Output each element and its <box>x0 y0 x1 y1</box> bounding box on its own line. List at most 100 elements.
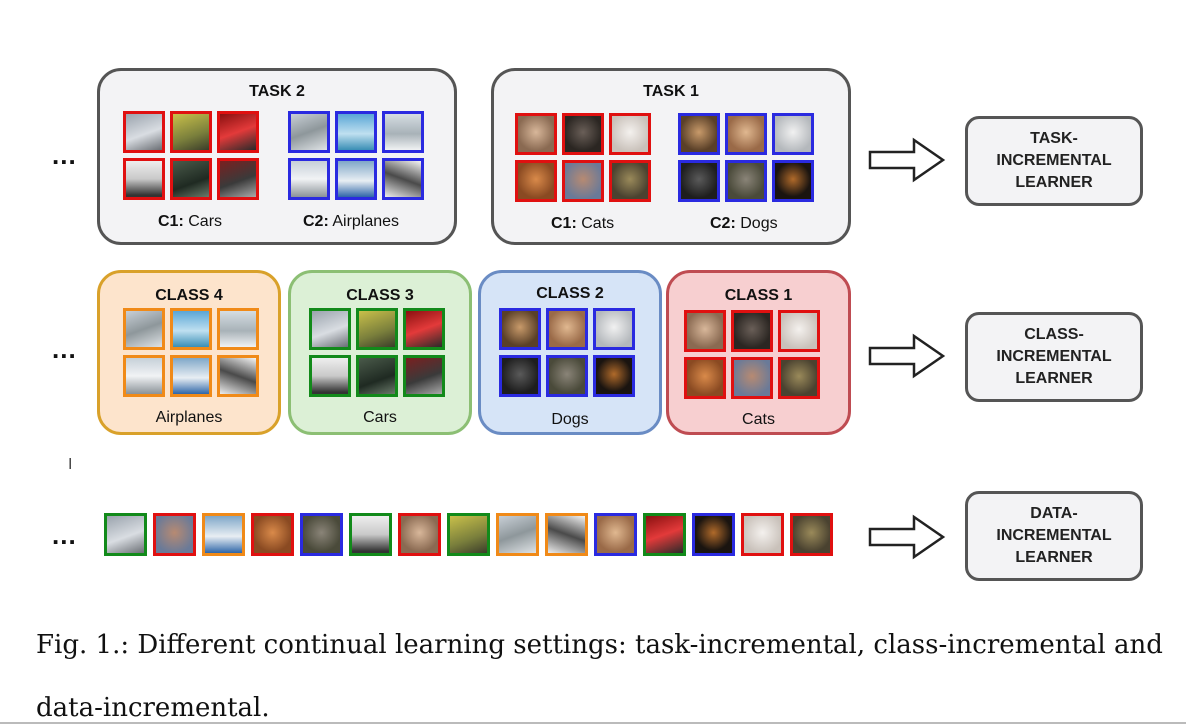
task2-box: TASK 2 <box>97 68 457 245</box>
task1-cats-grid <box>515 113 651 202</box>
dog-image <box>772 160 814 202</box>
task1-c2-label: C2: Dogs <box>710 215 778 232</box>
class4-grid <box>123 308 259 397</box>
task1-box: TASK 1 <box>491 68 851 245</box>
task2-c1-label: C1: Cars <box>158 213 223 230</box>
stream-image <box>692 513 735 556</box>
task2-c2-label: C2: Airplanes <box>303 213 400 230</box>
stream-image <box>300 513 343 556</box>
learner-line: LEARNER <box>1015 549 1093 566</box>
car-image <box>309 355 351 397</box>
task-incremental-learner: TASK- INCREMENTAL LEARNER <box>965 116 1143 206</box>
stream-image <box>104 513 147 556</box>
task1-title: TASK 1 <box>643 83 699 100</box>
class2-title: CLASS 2 <box>536 285 604 302</box>
class4-label: Airplanes <box>155 409 223 426</box>
airplane-image <box>288 158 330 200</box>
row3-ellipsis: ... <box>52 520 77 550</box>
class2-label: Dogs <box>551 411 589 428</box>
cat-image <box>609 113 651 155</box>
class2-box: CLASS 2 Dogs <box>478 270 662 435</box>
task1-c1-label: C1: Cats <box>551 215 615 232</box>
airplane-image <box>335 158 377 200</box>
task2-cars-grid <box>123 111 259 200</box>
dog-image <box>725 160 767 202</box>
dog-image <box>593 355 635 397</box>
class2-grid <box>499 308 635 397</box>
cat-image <box>684 310 726 352</box>
dog-image <box>678 160 720 202</box>
stream-image <box>153 513 196 556</box>
dog-image <box>546 308 588 350</box>
stream-image <box>251 513 294 556</box>
car-image <box>403 355 445 397</box>
hollow-arrow-icon <box>868 137 946 183</box>
car-image <box>170 158 212 200</box>
class-incremental-learner: CLASS- INCREMENTAL LEARNER <box>965 312 1143 402</box>
cat-image <box>684 357 726 399</box>
dog-image <box>593 308 635 350</box>
learner-line: TASK- <box>1030 130 1078 147</box>
dog-image <box>772 113 814 155</box>
car-image <box>309 308 351 350</box>
learner-line: LEARNER <box>1015 370 1093 387</box>
task2-title: TASK 2 <box>249 83 305 100</box>
cat-image <box>515 160 557 202</box>
car-image <box>170 111 212 153</box>
car-image <box>356 355 398 397</box>
class1-label: Cats <box>742 411 775 428</box>
stream-image <box>202 513 245 556</box>
cat-image <box>778 310 820 352</box>
airplane-image <box>217 355 259 397</box>
cat-image <box>562 113 604 155</box>
learner-line: INCREMENTAL <box>996 152 1112 169</box>
row2-ellipsis: ... <box>52 334 77 364</box>
stream-image <box>790 513 833 556</box>
data-incremental-learner: DATA- INCREMENTAL LEARNER <box>965 491 1143 581</box>
dog-image <box>678 113 720 155</box>
stream-image <box>545 513 588 556</box>
stream-image <box>741 513 784 556</box>
airplane-image <box>123 355 165 397</box>
learner-line: INCREMENTAL <box>996 348 1112 365</box>
car-image <box>123 111 165 153</box>
stream-image <box>398 513 441 556</box>
cat-image <box>731 357 773 399</box>
airplane-image <box>170 308 212 350</box>
stream-image <box>447 513 490 556</box>
stream-image <box>496 513 539 556</box>
airplane-image <box>335 111 377 153</box>
airplane-image <box>170 355 212 397</box>
class3-title: CLASS 3 <box>346 287 414 304</box>
car-image <box>403 308 445 350</box>
learner-line: INCREMENTAL <box>996 527 1112 544</box>
hollow-arrow-icon <box>868 333 946 379</box>
stream-image <box>349 513 392 556</box>
cat-image <box>731 310 773 352</box>
dog-image <box>725 113 767 155</box>
cat-image <box>562 160 604 202</box>
class3-grid <box>309 308 445 397</box>
cat-image <box>778 357 820 399</box>
dog-image <box>499 308 541 350</box>
text-cursor-icon: I <box>68 456 73 473</box>
dog-image <box>499 355 541 397</box>
class3-box: CLASS 3 Cars <box>288 270 472 435</box>
airplane-image <box>382 158 424 200</box>
car-image <box>356 308 398 350</box>
class1-grid <box>684 310 820 399</box>
cat-image <box>609 160 651 202</box>
airplane-image <box>382 111 424 153</box>
task2-airplanes-grid <box>288 111 424 200</box>
class1-title: CLASS 1 <box>724 287 793 304</box>
cat-image <box>515 113 557 155</box>
figure-caption-line1: Fig. 1.: Different continual learning se… <box>36 630 1163 660</box>
stream-image <box>594 513 637 556</box>
row1-ellipsis: ... <box>52 140 77 170</box>
learner-line: LEARNER <box>1015 174 1093 191</box>
car-image <box>123 158 165 200</box>
task1-dogs-grid <box>678 113 814 202</box>
learner-line: DATA- <box>1030 505 1078 522</box>
car-image <box>217 111 259 153</box>
class4-title: CLASS 4 <box>155 287 223 304</box>
